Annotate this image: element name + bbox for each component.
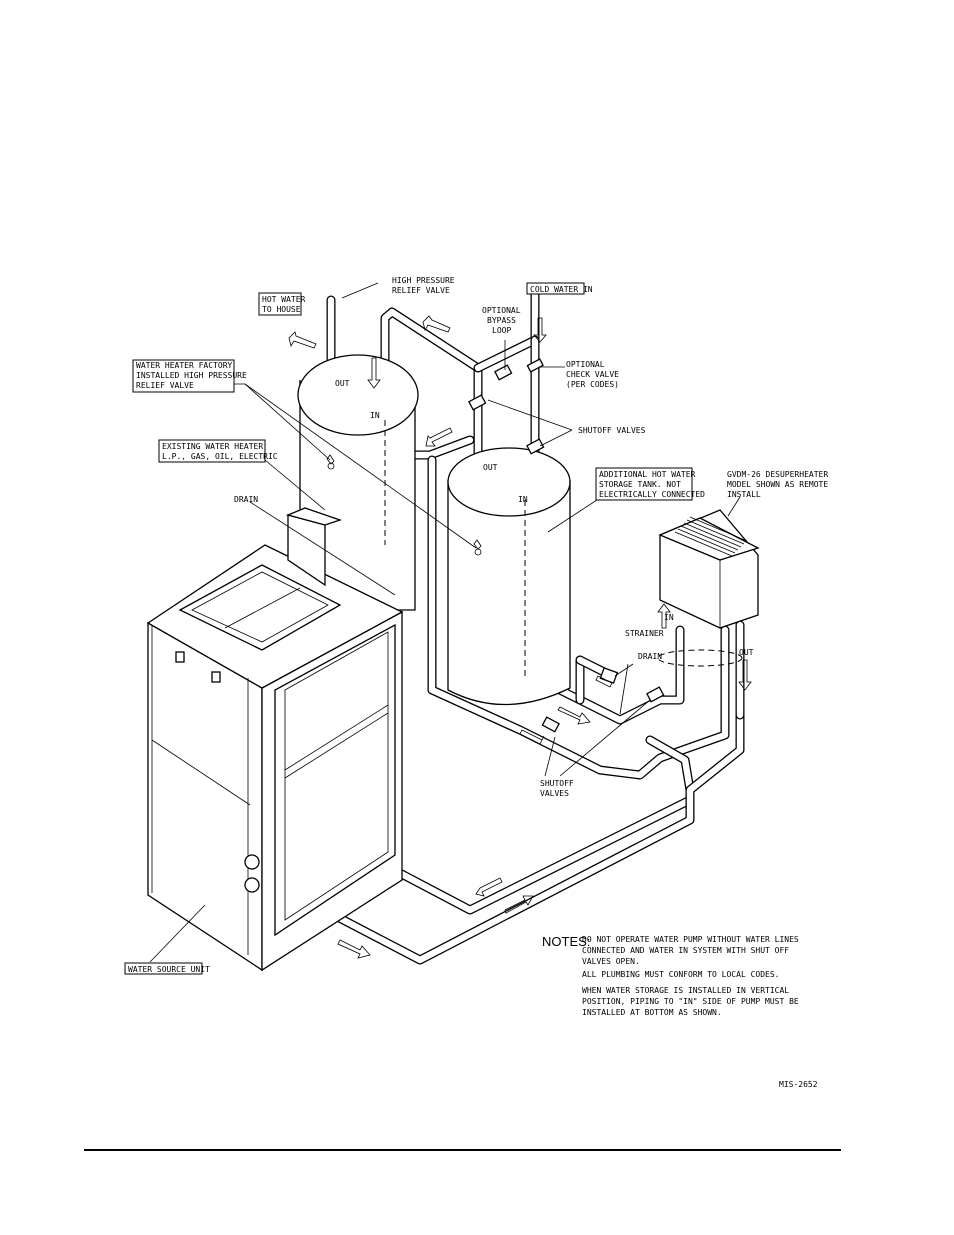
label-factory-valve: WATER HEATER FACTORY INSTALLED HIGH PRES… <box>132 359 247 393</box>
label-relief-valve: HIGH PRESSURE RELIEF VALVE <box>392 276 455 295</box>
label-hot-water: HOT WATER TO HOUSE <box>258 292 306 316</box>
piping <box>300 290 745 965</box>
desuperheater-grille <box>674 516 748 557</box>
svg-text:ELECTRICALLY CONNECTED: ELECTRICALLY CONNECTED <box>599 490 705 499</box>
svg-text:SHUTOFF VALVES: SHUTOFF VALVES <box>578 426 646 435</box>
leader-lines <box>149 282 741 963</box>
additional-storage-tank <box>447 447 571 706</box>
label-water-source-unit: WATER SOURCE UNIT <box>124 962 210 975</box>
svg-text:MODEL SHOWN AS REMOTE: MODEL SHOWN AS REMOTE <box>727 480 828 489</box>
label-drain-left: DRAIN <box>234 495 258 504</box>
svg-text:WATER SOURCE UNIT: WATER SOURCE UNIT <box>128 965 210 974</box>
label-bypass: OPTIONAL BYPASS LOOP <box>482 306 521 335</box>
strainer <box>599 667 619 684</box>
note-line: INSTALLED AT BOTTOM AS SHOWN. <box>582 1008 722 1017</box>
svg-text:TO HOUSE: TO HOUSE <box>262 305 301 314</box>
label-shutoff-valves-top: SHUTOFF VALVES <box>578 426 646 435</box>
svg-text:LOOP: LOOP <box>492 326 511 335</box>
svg-text:RELIEF VALVE: RELIEF VALVE <box>136 381 194 390</box>
label-out-tank1: OUT <box>335 379 350 388</box>
label-shutoff-valves-bottom: SHUTOFF VALVES <box>540 779 574 798</box>
svg-text:RELIEF VALVE: RELIEF VALVE <box>392 286 450 295</box>
svg-text:INSTALL: INSTALL <box>727 490 761 499</box>
label-check-valve: OPTIONAL CHECK VALVE (PER CODES) <box>566 360 619 389</box>
desuperheater-unit <box>657 509 760 667</box>
label-in-tank2: IN <box>518 495 528 504</box>
svg-text:INSTALLED HIGH PRESSURE: INSTALLED HIGH PRESSURE <box>136 371 247 380</box>
svg-text:L.P., GAS, OIL, ELECTRIC: L.P., GAS, OIL, ELECTRIC <box>162 452 278 461</box>
label-desuperheater: GVDM-26 DESUPERHEATER MODEL SHOWN AS REM… <box>727 470 828 499</box>
notes-title: NOTES: <box>542 934 590 949</box>
svg-text:STORAGE TANK. NOT: STORAGE TANK. NOT <box>599 480 681 489</box>
label-additional-tank: ADDITIONAL HOT WATER STORAGE TANK. NOT E… <box>595 467 705 501</box>
label-out-tank2: OUT <box>483 463 498 472</box>
label-strainer: STRAINER <box>625 629 664 638</box>
svg-text:OPTIONAL: OPTIONAL <box>566 360 605 369</box>
svg-text:SHUTOFF: SHUTOFF <box>540 779 574 788</box>
label-existing-heater: EXISTING WATER HEATER L.P., GAS, OIL, EL… <box>158 439 278 463</box>
svg-text:BYPASS: BYPASS <box>487 316 516 325</box>
note-line: DO NOT OPERATE WATER PUMP WITHOUT WATER … <box>582 935 799 944</box>
svg-text:COLD WATER IN: COLD WATER IN <box>530 285 593 294</box>
svg-text:VALVES: VALVES <box>540 789 569 798</box>
flow-arrows <box>288 315 752 959</box>
note-line: ALL PLUMBING MUST CONFORM TO LOCAL CODES… <box>582 970 779 979</box>
water-source-unit <box>146 507 404 972</box>
svg-text:HOT WATER: HOT WATER <box>262 295 306 304</box>
label-out-desup: OUT <box>739 648 754 657</box>
svg-text:OPTIONAL: OPTIONAL <box>482 306 521 315</box>
label-cold-water: COLD WATER IN <box>526 282 593 295</box>
svg-text:EXISTING WATER HEATER: EXISTING WATER HEATER <box>162 442 263 451</box>
label-drain-right: DRAIN <box>638 652 662 661</box>
note-line: POSITION, PIPING TO "IN" SIDE OF PUMP MU… <box>582 997 799 1006</box>
svg-text:ADDITIONAL HOT WATER: ADDITIONAL HOT WATER <box>599 470 696 479</box>
label-in-tank1: IN <box>370 411 380 420</box>
drawing-number: MIS-2652 <box>779 1080 818 1089</box>
notes-block: NOTES: DO NOT OPERATE WATER PUMP WITHOUT… <box>542 934 799 1017</box>
note-line: VALVES OPEN. <box>582 957 640 966</box>
svg-text:(PER CODES): (PER CODES) <box>566 380 619 389</box>
note-line: CONNECTED AND WATER IN SYSTEM WITH SHUT … <box>582 946 789 955</box>
svg-text:CHECK VALVE: CHECK VALVE <box>566 370 619 379</box>
svg-text:WATER HEATER FACTORY: WATER HEATER FACTORY <box>136 361 233 370</box>
label-in-desup: IN <box>664 613 674 622</box>
shutoff-valves-top <box>468 358 545 455</box>
note-line: WHEN WATER STORAGE IS INSTALLED IN VERTI… <box>582 986 789 995</box>
shutoff-valves-bottom <box>541 686 665 733</box>
svg-text:GVDM-26 DESUPERHEATER: GVDM-26 DESUPERHEATER <box>727 470 828 479</box>
svg-text:HIGH PRESSURE: HIGH PRESSURE <box>392 276 455 285</box>
